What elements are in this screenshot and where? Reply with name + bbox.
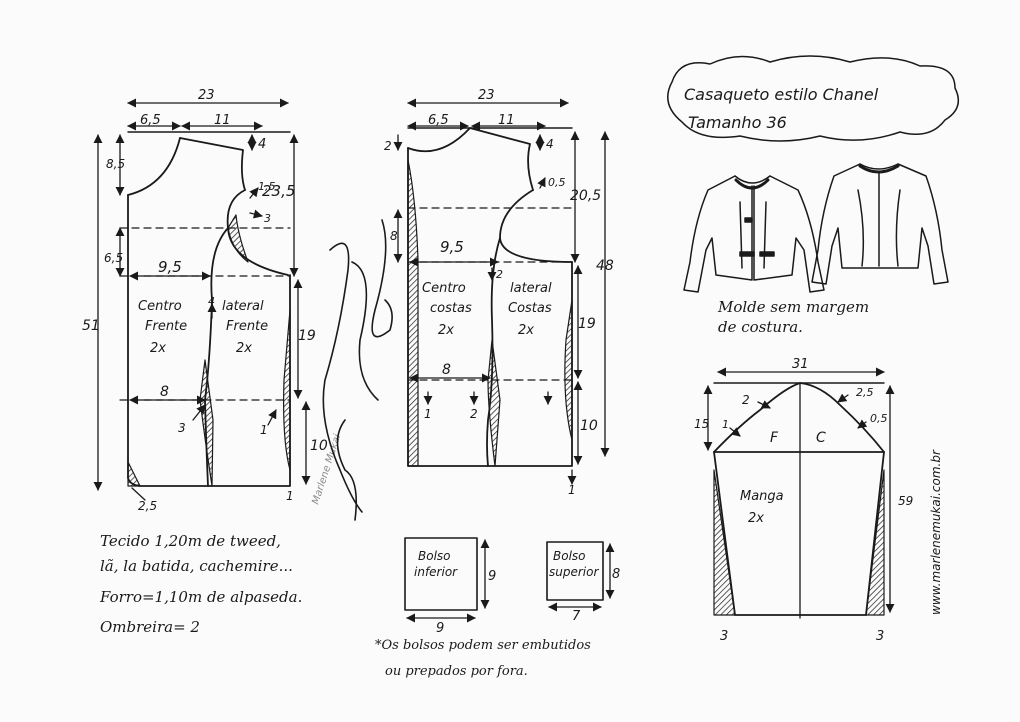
tecido-note-2: lã, la batida, cachemire... bbox=[100, 557, 293, 575]
front-chest-width: 9,5 bbox=[158, 258, 182, 276]
front-hem-1: 1 bbox=[286, 489, 294, 503]
sleeve-labels: 31 2 1 2,5 0,5 15 59 F C Manga 2x 3 3 bbox=[694, 357, 913, 644]
tecido-note: Tecido 1,20m de tweed, bbox=[100, 532, 281, 550]
back-center-label-1: Centro bbox=[422, 281, 466, 296]
back-neck-rise: 2 bbox=[384, 139, 392, 153]
front-chest-offset: 6,5 bbox=[104, 251, 123, 265]
title-line-2: Tamanho 36 bbox=[688, 113, 787, 132]
sleeve-label-1: Manga bbox=[740, 489, 784, 504]
ombreira-note: Ombreira= 2 bbox=[100, 618, 200, 636]
back-labels: 23 6,5 11 2 4 0,5 20,5 8 9,5 2 48 19 8 1… bbox=[384, 88, 614, 497]
molde-note-1: Molde sem margem bbox=[718, 298, 870, 316]
pocket-note-2: ou prepados por fora. bbox=[385, 664, 528, 679]
sleeve-cap-25: 2,5 bbox=[856, 386, 874, 399]
back-hem-height: 10 bbox=[580, 418, 598, 434]
sleeve-hem-left: 3 bbox=[720, 629, 728, 644]
front-armhole-1: 1,5 bbox=[258, 180, 276, 193]
back-dart-2: 2 bbox=[470, 407, 478, 421]
back-neck-width: 6,5 bbox=[428, 113, 449, 128]
website-text: www.marlenemukai.com.br bbox=[929, 449, 943, 615]
front-side-label-3: 2x bbox=[236, 341, 252, 356]
back-waist-width: 8 bbox=[442, 362, 451, 378]
sleeve-cap-05: 0,5 bbox=[870, 412, 888, 425]
front-width-total: 23 bbox=[198, 88, 215, 103]
front-hem-height: 10 bbox=[310, 438, 328, 454]
front-waist-width: 8 bbox=[160, 384, 169, 400]
front-side-label-1: lateral bbox=[222, 299, 264, 314]
back-side-label-2: Costas bbox=[508, 301, 552, 316]
front-center-label-2: Frente bbox=[145, 319, 187, 334]
pocket-lower-height: 9 bbox=[488, 569, 496, 584]
front-neck-depth: 8,5 bbox=[106, 157, 125, 171]
molde-note-2: de costura. bbox=[718, 318, 803, 336]
sleeve-back-mark: C bbox=[816, 430, 826, 446]
front-center-label-3: 2x bbox=[150, 341, 166, 356]
back-dart-1: 1 bbox=[424, 407, 432, 421]
front-armhole-height: 23,5 bbox=[262, 182, 295, 200]
pocket-labels: Bolso inferior 9 9 Bolso superior 8 7 bbox=[414, 549, 620, 636]
pocket-lower-label-2: inferior bbox=[414, 565, 458, 579]
back-hem-1: 1 bbox=[568, 483, 576, 497]
front-shoulder-drop: 4 bbox=[258, 137, 266, 152]
sleeve-height-left: 15 bbox=[694, 417, 709, 431]
front-shoulder-width: 11 bbox=[214, 113, 231, 128]
front-seam-gap: 4 bbox=[208, 295, 215, 308]
title-cloud bbox=[667, 55, 960, 142]
back-lower-height: 19 bbox=[578, 316, 596, 332]
signature-drawing bbox=[322, 219, 393, 521]
front-armhole-2: 3 bbox=[264, 212, 271, 225]
back-chest-offset: 8 bbox=[390, 229, 398, 243]
sleeve-cap-2: 2 bbox=[742, 393, 750, 407]
back-width-total: 23 bbox=[478, 88, 495, 103]
back-length: 48 bbox=[596, 258, 614, 274]
sleeve-pattern bbox=[703, 367, 895, 619]
back-chest-width: 9,5 bbox=[440, 238, 464, 256]
pocket-upper-label-1: Bolso bbox=[553, 549, 586, 563]
front-labels: 23 6,5 11 4 8,5 1,5 3 23,5 6,5 9,5 4 51 … bbox=[82, 88, 328, 513]
forro-note: Forro=1,10m de alpaseda. bbox=[100, 588, 303, 606]
pocket-note-1: *Os bolsos podem ser embutidos bbox=[375, 638, 591, 653]
front-side-label-2: Frente bbox=[226, 319, 268, 334]
pocket-lower-width: 9 bbox=[436, 621, 444, 636]
sleeve-cap-1: 1 bbox=[722, 418, 729, 431]
sleeve-height-right: 59 bbox=[898, 494, 913, 508]
sleeve-label-2: 2x bbox=[748, 511, 764, 526]
front-length: 51 bbox=[82, 318, 100, 334]
front-hem-inset: 2,5 bbox=[138, 499, 157, 513]
sleeve-front-mark: F bbox=[770, 430, 779, 446]
back-seam-gap: 2 bbox=[496, 268, 503, 281]
back-side-label-3: 2x bbox=[518, 323, 534, 338]
front-neck-width: 6,5 bbox=[140, 113, 161, 128]
front-lower-height: 19 bbox=[298, 328, 316, 344]
back-shoulder-drop: 4 bbox=[546, 137, 554, 151]
sleeve-width-total: 31 bbox=[792, 357, 809, 372]
title-line-1: Casaqueto estilo Chanel bbox=[684, 85, 879, 104]
pocket-upper-width: 7 bbox=[572, 609, 581, 624]
back-center-label-2: costas bbox=[430, 301, 472, 316]
back-center-label-3: 2x bbox=[438, 323, 454, 338]
pocket-upper bbox=[546, 541, 615, 612]
pocket-lower bbox=[404, 537, 490, 623]
pocket-upper-height: 8 bbox=[612, 567, 620, 582]
pocket-upper-label-2: superior bbox=[549, 565, 599, 579]
back-shoulder-width: 11 bbox=[498, 113, 515, 128]
front-dart-3: 3 bbox=[178, 421, 186, 435]
pocket-lower-label-1: Bolso bbox=[418, 549, 451, 563]
title-block: Casaqueto estilo Chanel Tamanho 36 bbox=[684, 85, 879, 132]
front-center-label-1: Centro bbox=[138, 299, 182, 314]
sleeve-hem-right: 3 bbox=[876, 629, 884, 644]
front-pattern bbox=[93, 98, 311, 501]
back-side-label-1: lateral bbox=[510, 281, 552, 296]
back-armhole-height: 20,5 bbox=[570, 188, 601, 204]
back-pattern bbox=[393, 98, 610, 485]
jacket-illustration bbox=[683, 163, 949, 293]
front-dart-1: 1 bbox=[260, 423, 268, 437]
back-armhole-1: 0,5 bbox=[548, 176, 566, 189]
